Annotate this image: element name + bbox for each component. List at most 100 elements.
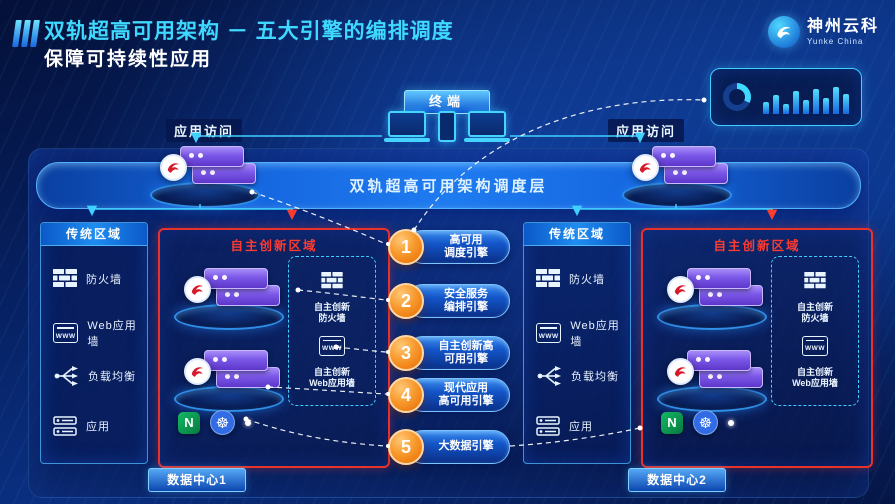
- vendor-badge-icon: [160, 154, 187, 181]
- nginx-icon: N: [178, 411, 200, 434]
- chart-bar: [773, 95, 779, 114]
- scheduler-layer-label: 双轨超高可用架构调度层: [349, 178, 548, 195]
- chart-bar: [763, 102, 769, 114]
- zone-item-loadbalancer: 负载均衡: [53, 365, 136, 387]
- engine-number-badge: 3: [388, 335, 424, 371]
- innovation-zone-left: 自主创新区域 自主创新 防火墙 WWW 自主创新 Web应用墙 N ☸: [158, 228, 390, 468]
- monitor-bars: [763, 80, 849, 114]
- server-stack-icon: [657, 350, 767, 412]
- zone-item-app: 应用: [536, 415, 593, 437]
- kubernetes-icon: ☸: [693, 410, 718, 435]
- page-title: 双轨超高可用架构 － 五大引擎的编排调度: [44, 20, 454, 43]
- www-icon-text: WWW: [55, 332, 76, 340]
- server-stack-icon: [174, 350, 284, 412]
- web-app-wall-icon: WWW: [53, 323, 79, 343]
- zone-item-loadbalancer: 负载均衡: [536, 365, 619, 387]
- traditional-zone-right: 传统区域 防火墙 WWW Web应用墙 负载均衡 应用: [523, 222, 631, 464]
- application-icon: [536, 415, 560, 437]
- server-stack-icon: [657, 268, 767, 330]
- vendor-badge-icon: [632, 154, 659, 181]
- zone-item-waf: WWW Web应用墙: [53, 317, 147, 349]
- www-icon-text: WWW: [805, 345, 825, 353]
- engine-label: 高可用 调度引擎: [444, 233, 488, 259]
- firewall-icon: [536, 269, 560, 289]
- innov-firewall-label: 自主创新 防火墙: [796, 301, 833, 324]
- engine-label: 现代应用 高可用引擎: [438, 381, 494, 407]
- phone-icon: [438, 111, 456, 142]
- zone-item-label: 防火墙: [569, 274, 605, 286]
- zone-item-firewall: 防火墙: [53, 269, 122, 289]
- engine-row-5: 大数据引擎 5: [388, 428, 510, 466]
- zone-title: 自主创新区域: [713, 239, 801, 253]
- engine-row-4: 现代应用 高可用引擎 4: [388, 376, 510, 414]
- zone-item-label: Web应用墙: [87, 320, 137, 348]
- brand-swirl-icon: [767, 16, 800, 48]
- zone-item-waf: WWW Web应用墙: [536, 317, 630, 349]
- server-stack-icon: [174, 268, 284, 330]
- brand-logo: 神州云科 Yunke China: [767, 16, 879, 48]
- engine-row-1: 高可用 调度引擎 1: [388, 228, 510, 266]
- zone-item-label: 应用: [569, 421, 593, 433]
- nginx-icon: N: [661, 411, 683, 434]
- chart-bar: [813, 89, 819, 114]
- terminal-devices: [382, 106, 512, 144]
- engine-row-2: 安全服务 编排引擎 2: [388, 282, 510, 320]
- web-app-wall-icon: WWW: [536, 323, 562, 343]
- zone-item-label: 负载均衡: [571, 371, 619, 383]
- server-stack-icon: [150, 146, 260, 208]
- zone-item-label: 防火墙: [86, 274, 122, 286]
- monitoring-dashboard-widget: [710, 68, 862, 126]
- vendor-badge-icon: [667, 276, 694, 303]
- brand-name-cn: 神州云科: [806, 18, 879, 36]
- application-icon: [53, 415, 77, 437]
- innov-waf-label: 自主创新 Web应用墙: [792, 367, 838, 389]
- server-node-icon: [204, 350, 268, 371]
- server-node-icon: [687, 268, 751, 289]
- zone-title: 传统区域: [524, 223, 630, 246]
- load-balancer-icon: [53, 365, 79, 387]
- innovation-security-panel: 自主创新 防火墙 WWW 自主创新 Web应用墙: [771, 256, 859, 406]
- access-label-right: 应用访问: [608, 119, 685, 142]
- engine-label: 安全服务 编排引擎: [444, 287, 488, 313]
- zone-item-label: 应用: [86, 421, 110, 433]
- chart-bar: [783, 104, 789, 114]
- firewall-icon: [321, 272, 343, 290]
- platform-disc-icon: [150, 182, 260, 208]
- page-subtitle: 保障可持续性应用: [44, 49, 213, 70]
- laptop-icon: [464, 111, 510, 142]
- brand-name-en: Yunke China: [806, 36, 864, 46]
- platform-disc-icon: [174, 386, 284, 412]
- datacenter-label-2: 数据中心2: [628, 468, 726, 492]
- platform-disc-icon: [657, 304, 767, 330]
- engine-number-badge: 2: [388, 283, 424, 319]
- engine-label: 自主创新高 可用引擎: [438, 339, 494, 365]
- platform-disc-icon: [657, 386, 767, 412]
- server-node-icon: [180, 146, 244, 167]
- www-icon-text: WWW: [538, 332, 559, 340]
- platform-disc-icon: [622, 182, 732, 208]
- server-node-icon: [687, 350, 751, 371]
- vendor-badge-icon: [667, 358, 694, 385]
- traditional-zone-left: 传统区域 防火墙 WWW Web应用墙 负载均衡 应用: [40, 222, 148, 464]
- title-accent-bars-icon: [12, 20, 40, 47]
- chart-bar: [803, 100, 809, 114]
- chart-bar: [823, 98, 829, 114]
- laptop-icon: [384, 111, 430, 142]
- server-node-icon: [652, 146, 716, 167]
- chart-bar: [843, 94, 849, 114]
- innovation-zone-right: 自主创新区域 自主创新 防火墙 WWW 自主创新 Web应用墙 N ☸: [641, 228, 873, 468]
- gauge-icon: [723, 83, 751, 111]
- zone-item-app: 应用: [53, 415, 110, 437]
- innov-firewall-label: 自主创新 防火墙: [313, 301, 350, 324]
- web-app-wall-icon: WWW: [319, 335, 345, 356]
- cloud-native-icons: N ☸: [661, 410, 734, 435]
- zone-title: 自主创新区域: [230, 239, 318, 253]
- datacenter-label-1: 数据中心1: [148, 468, 246, 492]
- innovation-security-panel: 自主创新 防火墙 WWW 自主创新 Web应用墙: [288, 256, 376, 406]
- load-balancer-icon: [536, 365, 562, 387]
- engine-pill: 大数据引擎: [406, 430, 510, 464]
- web-app-wall-icon: WWW: [802, 335, 828, 356]
- kubernetes-icon: ☸: [210, 410, 235, 435]
- engine-number-badge: 5: [388, 429, 424, 465]
